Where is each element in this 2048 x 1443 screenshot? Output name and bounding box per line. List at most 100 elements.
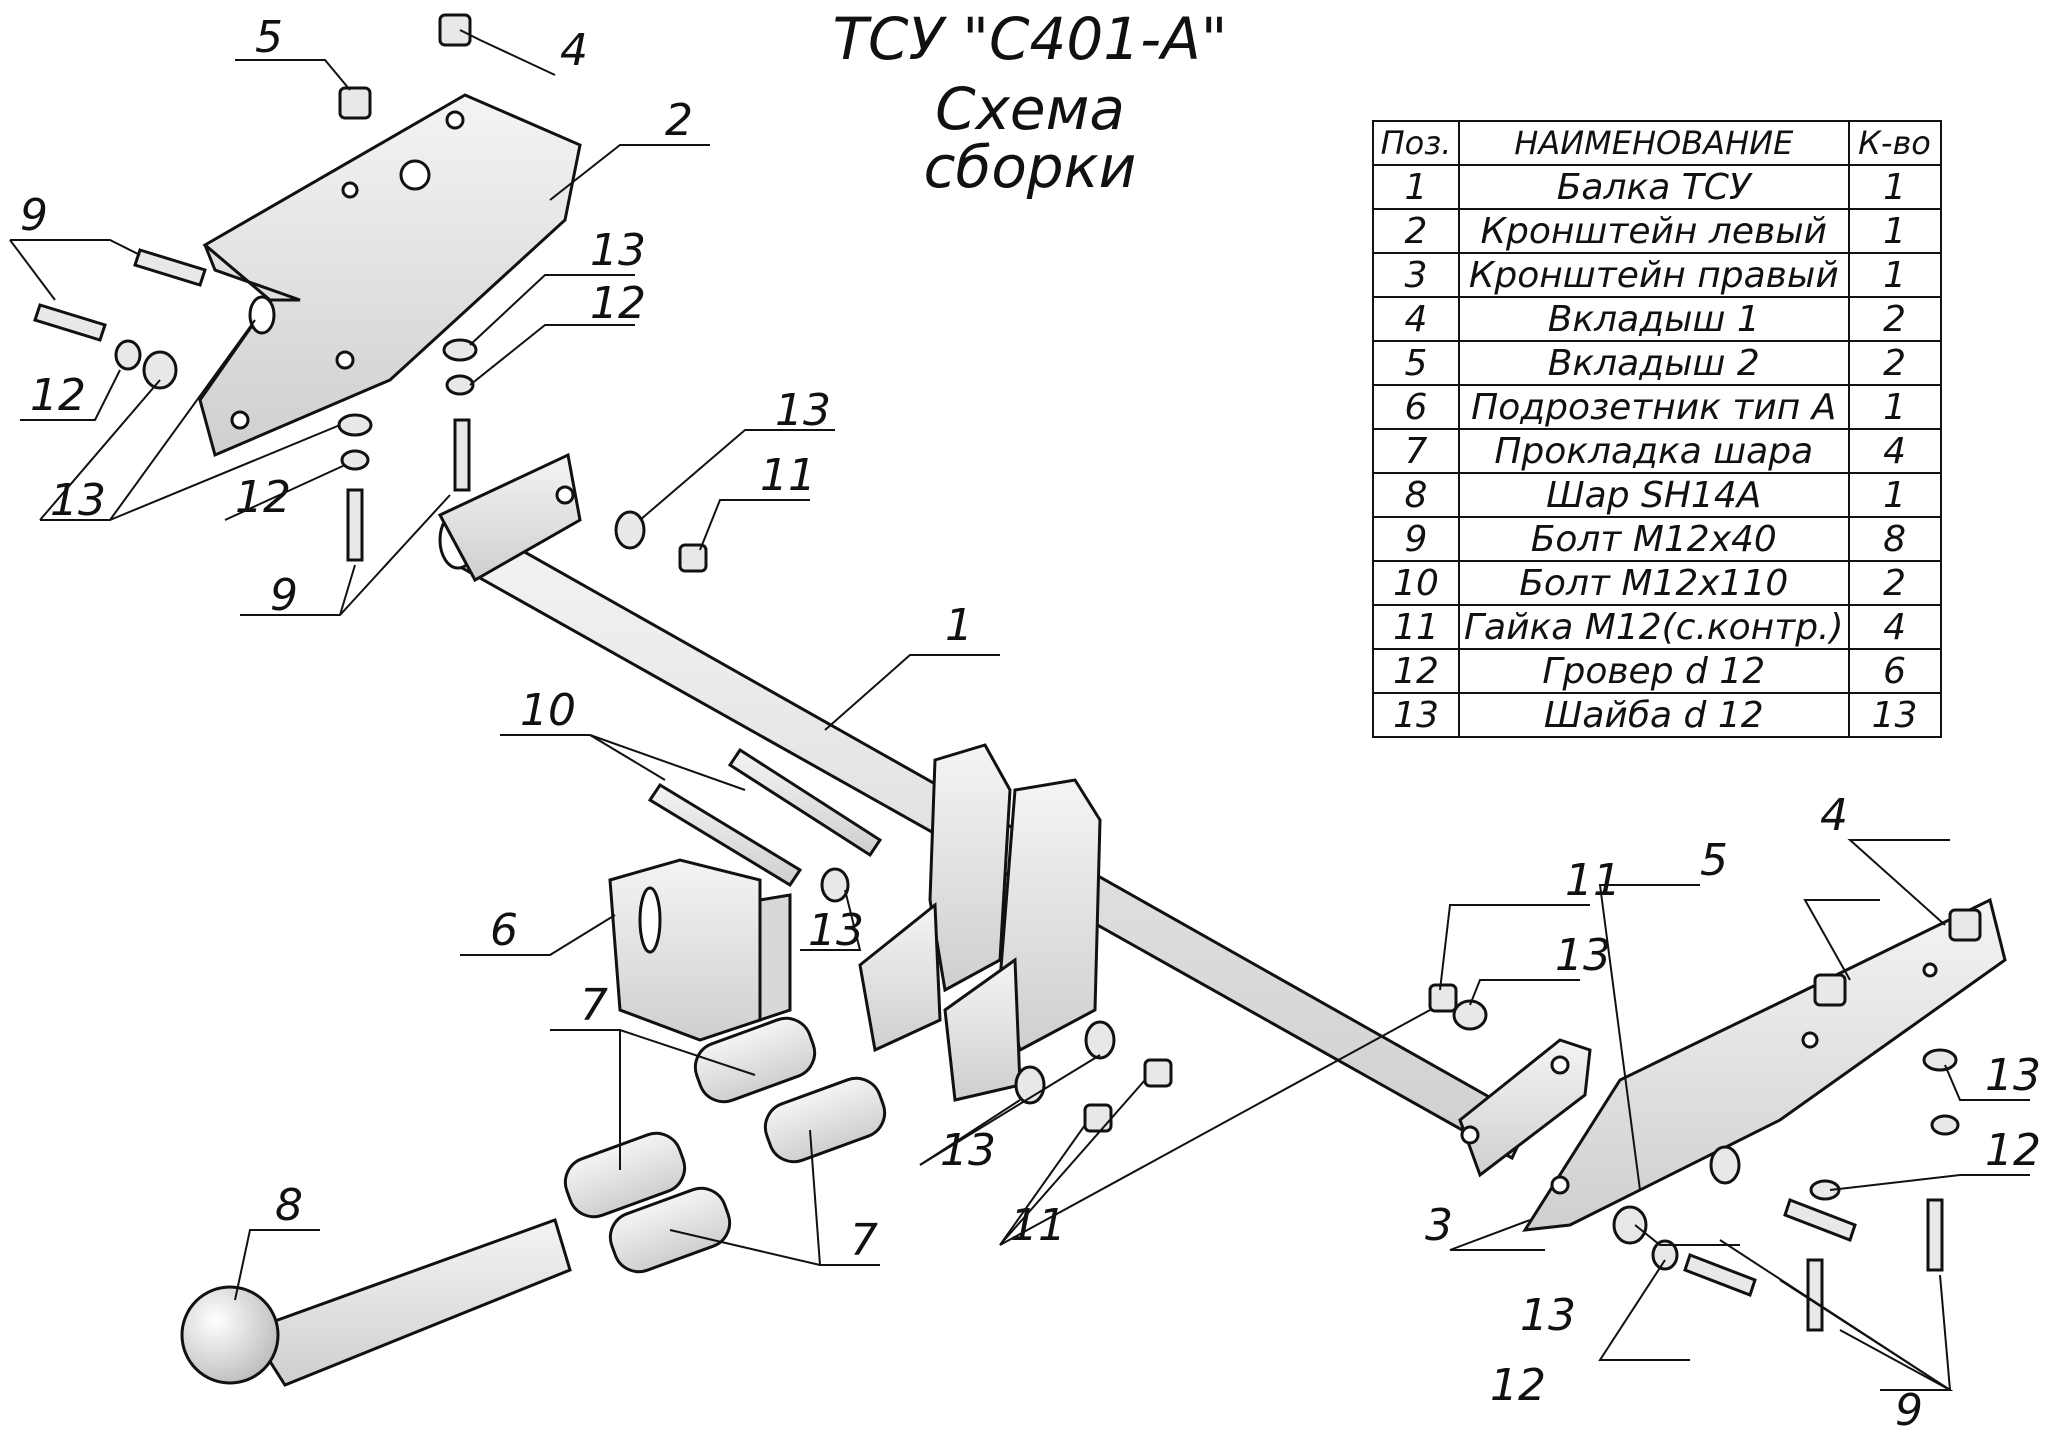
table-cell-name: Болт М12х110 — [1458, 560, 1850, 606]
callout-13-upper: 13 — [590, 225, 646, 276]
callout-13-beam: 13 — [775, 385, 831, 436]
table-cell-name: Болт М12х40 — [1458, 516, 1850, 562]
table-cell-pos: 10 — [1372, 560, 1460, 606]
table-header-row: Поз. НАИМЕНОВАНИЕ К-во — [1372, 120, 1942, 166]
table-cell-pos: 3 — [1372, 252, 1460, 298]
table-cell-name: Шайба d 12 — [1458, 692, 1850, 738]
callout-4-left: 4 — [560, 25, 588, 76]
callout-12-left: 12 — [30, 370, 86, 421]
column-header-position: Поз. — [1372, 120, 1460, 166]
column-header-quantity: К-во — [1847, 120, 1942, 166]
callout-13-right-lower: 13 — [1520, 1290, 1576, 1341]
callout-12-upper: 12 — [590, 278, 646, 329]
table-cell-pos: 7 — [1372, 428, 1460, 474]
table-cell-name: Гровер d 12 — [1458, 648, 1850, 694]
callout-6: 6 — [490, 905, 518, 956]
callout-10: 10 — [520, 685, 576, 736]
table-cell-pos: 6 — [1372, 384, 1460, 430]
table-cell-qty: 8 — [1847, 516, 1942, 562]
table-cell-qty: 1 — [1847, 472, 1942, 518]
table-cell-name: Вкладыш 2 — [1458, 340, 1850, 386]
callout-5-right: 5 — [1700, 835, 1728, 886]
table-cell-qty: 1 — [1847, 252, 1942, 298]
table-cell-pos: 2 — [1372, 208, 1460, 254]
table-cell-qty: 6 — [1847, 648, 1942, 694]
ball-spacers-part — [563, 1016, 887, 1274]
table-cell-name: Кронштейн правый — [1458, 252, 1850, 298]
table-cell-name: Подрозетник тип А — [1458, 384, 1850, 430]
table-cell-qty: 1 — [1847, 208, 1942, 254]
callout-12-right-lower: 12 — [1490, 1360, 1546, 1411]
table-cell-pos: 13 — [1372, 692, 1460, 738]
callout-7-upper: 7 — [580, 980, 608, 1031]
table-cell-pos: 11 — [1372, 604, 1460, 650]
drawing-title: ТСУ "С401-А" — [832, 5, 1228, 73]
table-cell-pos: 8 — [1372, 472, 1460, 518]
table-cell-pos: 12 — [1372, 648, 1460, 694]
table-cell-name: Прокладка шара — [1458, 428, 1850, 474]
socket-plate-part — [608, 858, 792, 1042]
callout-12-left-lower: 12 — [235, 472, 291, 523]
callout-9-right: 9 — [1895, 1385, 1923, 1436]
callout-11-beam: 11 — [760, 450, 816, 501]
table-cell-name: Шар SH14A — [1458, 472, 1850, 518]
callout-13-left: 13 — [50, 475, 106, 526]
callout-13-right: 13 — [1985, 1050, 2041, 1101]
table-cell-pos: 4 — [1372, 296, 1460, 342]
table-cell-qty: 2 — [1847, 340, 1942, 386]
callout-2: 2 — [665, 95, 693, 146]
table-cell-qty: 2 — [1847, 560, 1942, 606]
table-cell-pos: 1 — [1372, 164, 1460, 210]
drawing-subtitle: Схема сборки — [923, 75, 1137, 201]
table-cell-name: Балка ТСУ — [1458, 164, 1850, 210]
table-cell-qty: 1 — [1847, 384, 1942, 430]
hardware-parts — [33, 13, 1982, 1332]
callout-11-bottom: 11 — [1010, 1200, 1066, 1251]
long-bolts-part — [647, 747, 883, 888]
callout-3: 3 — [1425, 1200, 1453, 1251]
callout-5-left: 5 — [255, 12, 283, 63]
callout-labels: 5 4 2 9 12 13 12 9 13 12 13 11 1 10 6 13… — [20, 12, 2041, 1436]
right-bracket-part — [1522, 897, 2007, 1232]
callout-1: 1 — [945, 600, 973, 651]
table-cell-pos: 5 — [1372, 340, 1460, 386]
leader-lines — [9, 29, 2030, 1391]
table-cell-name: Кронштейн левый — [1458, 208, 1850, 254]
callout-12-right: 12 — [1985, 1125, 2041, 1176]
table-cell-qty: 4 — [1847, 428, 1942, 474]
table-cell-name: Вкладыш 1 — [1458, 296, 1850, 342]
left-bracket-part — [198, 93, 582, 458]
callout-4-right: 4 — [1820, 790, 1848, 841]
callout-13-mid: 13 — [808, 905, 864, 956]
table-cell-pos: 9 — [1372, 516, 1460, 562]
callout-11-right: 11 — [1565, 855, 1621, 906]
column-header-name: НАИМЕНОВАНИЕ — [1458, 120, 1850, 166]
table-cell-qty: 1 — [1847, 164, 1942, 210]
callout-7-lower: 7 — [850, 1215, 878, 1266]
callout-8: 8 — [275, 1180, 303, 1231]
mounting-plates-part — [858, 743, 1102, 1102]
table-cell-qty: 4 — [1847, 604, 1942, 650]
callout-9-left: 9 — [20, 190, 48, 241]
callout-13-bottom: 13 — [940, 1125, 996, 1176]
callout-13-right-upper: 13 — [1555, 930, 1611, 981]
tow-ball-part — [180, 1218, 572, 1387]
callout-9-left-lower: 9 — [270, 570, 298, 621]
table-cell-name: Гайка М12(с.контр.) — [1458, 604, 1850, 650]
table-cell-qty: 2 — [1847, 296, 1942, 342]
